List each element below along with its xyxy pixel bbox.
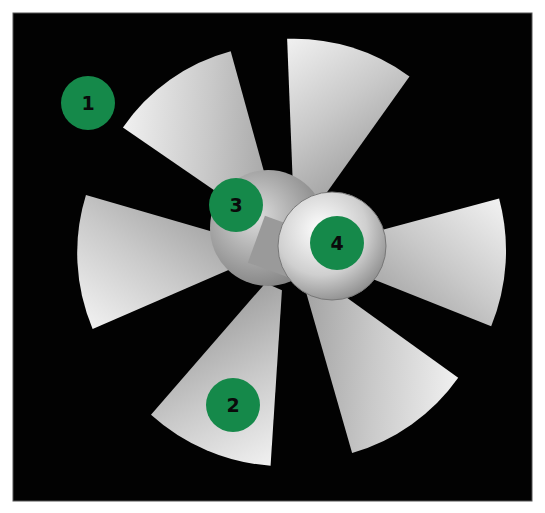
callout-circle: 2 xyxy=(206,378,260,432)
callout-circle: 1 xyxy=(61,76,115,130)
callout-number: 4 xyxy=(310,232,364,254)
callout-circle: 3 xyxy=(209,178,263,232)
callout-number: 2 xyxy=(206,394,260,416)
callout-circle: 4 xyxy=(310,216,364,270)
callout-number: 1 xyxy=(61,92,115,114)
callout-number: 3 xyxy=(209,194,263,216)
